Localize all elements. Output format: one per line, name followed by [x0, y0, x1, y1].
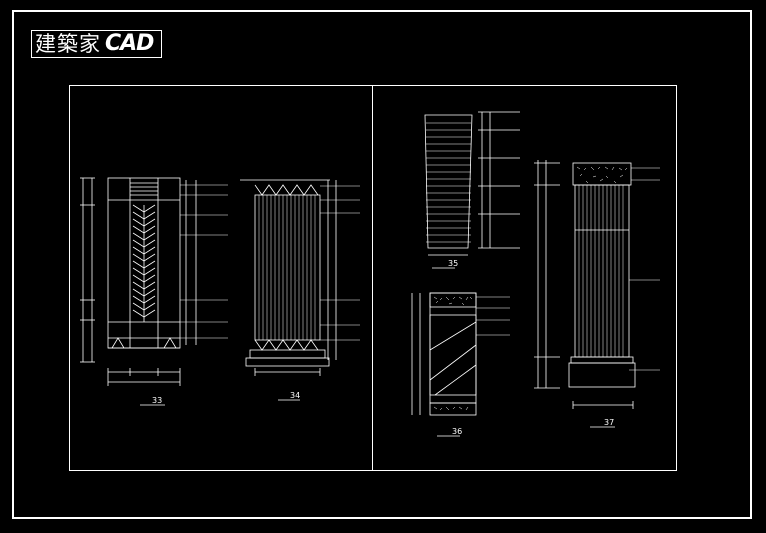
column-detail-33 — [80, 177, 228, 406]
caption-37: 37 — [604, 418, 614, 427]
caption-36: 36 — [452, 427, 462, 436]
caption-35: 35 — [448, 259, 458, 268]
outer-border — [12, 10, 752, 519]
caption-33: 33 — [152, 396, 162, 405]
column-detail-36 — [411, 292, 510, 437]
brand-logo: 建築家 CAD — [31, 30, 162, 58]
column-detail-34 — [240, 179, 360, 401]
drawing-sheet-frame — [69, 85, 677, 471]
column-detail-37 — [534, 160, 660, 428]
logo-cjk-text: 建築家 — [35, 31, 101, 56]
caption-34: 34 — [290, 391, 300, 400]
logo-cad-text: CAD — [105, 31, 154, 56]
sheet-divider — [372, 85, 373, 471]
column-detail-35 — [424, 111, 520, 269]
